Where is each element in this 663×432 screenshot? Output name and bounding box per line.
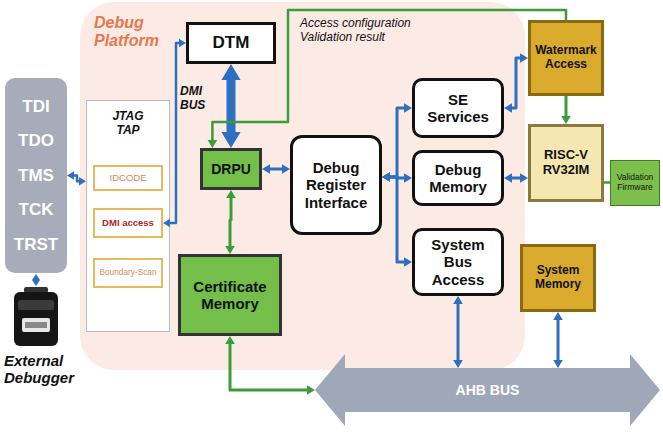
arrowhead [504,103,512,113]
node-label: Watermark Access [535,44,597,72]
arrowhead [67,171,74,179]
connector [163,39,186,227]
connector [382,103,412,182]
cpu-box: RISC-V RV32IM [528,124,604,202]
connector [67,171,86,185]
node-label: TDO [18,131,54,151]
arrowhead [225,246,235,254]
arrowhead [221,132,240,148]
arrowhead [404,103,412,113]
bus-arrow: AHB BUS [345,368,630,412]
node-label: Boundary-Scan [100,268,157,278]
connector [504,53,528,113]
connector [553,312,563,368]
region-heading: JTAG TAP [87,109,169,137]
node-label: Validation Firmware [613,173,657,193]
watermark-box: Watermark Access [528,20,604,96]
arrowhead [561,116,571,124]
arrowhead [221,64,240,80]
arrowhead [453,296,463,304]
node-label: RISC-V RV32IM [535,148,597,178]
service-box: System Bus Access [412,228,504,296]
connector-line [388,177,406,262]
arrowhead [553,360,563,368]
arrowhead [404,257,412,267]
node-label: TDI [22,97,49,117]
connector-line [212,10,566,142]
connector [262,164,290,174]
connector [382,172,412,267]
arrowhead [453,360,463,368]
node-label: TMS [18,166,54,186]
arrowhead [282,164,290,174]
arrowhead [163,219,170,227]
tap-register: Boundary-Scan [93,258,163,288]
arrowhead [520,173,528,183]
connector-label: DMI BUS [180,84,218,112]
node-label: System Bus Access [419,236,497,288]
tap-register: IDCODE [93,165,163,191]
node-label: Debug Memory [419,161,497,196]
connector [208,10,566,148]
node-label: TCK [19,200,54,220]
arrowhead [520,53,528,63]
node-label: IDCODE [110,173,147,184]
node-label: DRPU [211,161,251,177]
connector-line [557,318,560,362]
connector [225,190,236,254]
node-label: Debug Register Interface [297,159,375,211]
memory-box: Certificate Memory [178,254,282,336]
connector [453,296,463,368]
arrowhead [382,172,390,182]
node-label: Certificate Memory [185,278,275,313]
connector-line [230,342,309,390]
security-box: DRPU [200,148,262,190]
service-box: Debug Memory [412,150,504,206]
connector-line [565,96,568,118]
arrowhead [307,385,315,395]
interface-box: Debug Register Interface [290,135,382,235]
arrowhead [382,172,390,182]
firmware-box: Validation Firmware [610,160,660,206]
arrowhead [79,177,86,185]
process-box: DTM [186,22,276,64]
bus-connector [221,64,240,148]
arrowhead [226,190,236,198]
signal-box: TDI TDO TMS TCK TRST [5,78,67,273]
arrowhead [262,164,270,174]
connector-line [168,43,181,223]
connector-line [227,76,236,136]
node-label: SE Services [419,91,497,126]
connector-label: Access configuration Validation result [300,16,425,44]
service-box: SE Services [412,78,504,138]
connector-line [604,181,610,184]
tap-box: JTAG TAP IDCODE DMI accessBoundary-Scan [86,100,170,332]
arrowhead [382,172,390,182]
arrowhead [504,173,512,183]
arrowhead [553,312,563,320]
node-label: System Memory [527,264,589,292]
connector-line [457,302,460,362]
node-label: DTM [213,33,250,53]
node-label: DMI access [102,218,154,229]
connector-line [230,196,231,248]
arrowhead [179,39,186,47]
connector [504,173,528,183]
node-label: AHB BUS [456,382,520,398]
connector-line [268,168,284,171]
connector [225,336,315,395]
node-label: TRST [14,235,58,255]
device-caption: External Debugger [4,352,94,386]
arrowhead [208,140,218,148]
memory-box: System Memory [520,244,596,312]
region-heading: Debug Platform [94,14,172,50]
connector [604,182,610,183]
connector [561,96,571,124]
arrowhead [404,173,412,183]
connector-line [388,108,406,177]
arrowhead [225,336,235,344]
tap-register: DMI access [93,208,163,238]
connector-line [510,58,522,108]
